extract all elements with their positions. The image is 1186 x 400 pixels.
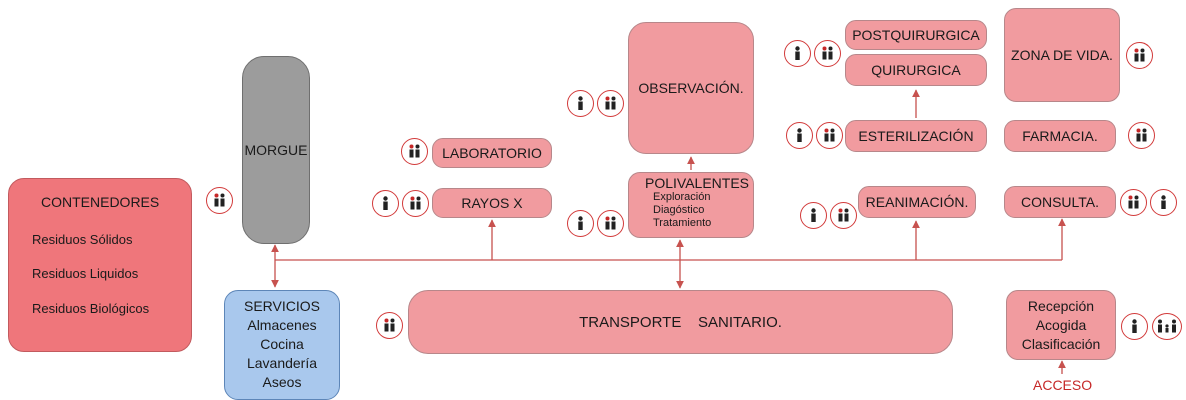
person-icon bbox=[567, 90, 594, 117]
transporte-sanitario-box: TRANSPORTE SANITARIO. bbox=[408, 290, 953, 354]
laboratorio-label: LABORATORIO bbox=[442, 145, 542, 161]
couple-icon bbox=[597, 210, 624, 237]
person-icon bbox=[786, 122, 813, 149]
person-icon bbox=[1150, 189, 1177, 216]
rayos-x-label: RAYOS X bbox=[461, 195, 523, 211]
rayos-x-box: RAYOS X bbox=[432, 188, 552, 218]
esterilizacion-label: ESTERILIZACIÓN bbox=[858, 128, 974, 144]
quirurgica-box: QUIRURGICA bbox=[845, 54, 987, 86]
servicios-title: SERVICIOS bbox=[244, 298, 320, 314]
reanimacion-box: REANIMACIÓN. bbox=[858, 186, 976, 218]
person-icon bbox=[800, 202, 827, 229]
polivalentes-item: Tratamiento bbox=[653, 217, 712, 229]
servicios-item: Aseos bbox=[262, 374, 302, 390]
contenedores-title: CONTENEDORES bbox=[41, 194, 160, 210]
couple-icon bbox=[376, 312, 403, 339]
observacion-label: OBSERVACIÓN. bbox=[638, 80, 744, 96]
laboratorio-box: LABORATORIO bbox=[432, 138, 552, 168]
servicios-item: Almacenes bbox=[247, 317, 317, 333]
person-icon bbox=[567, 210, 594, 237]
polivalentes-box: POLIVALENTES Exploración Diagóstico Trat… bbox=[628, 172, 754, 238]
zona-vida-label: ZONA DE VIDA. bbox=[1011, 47, 1113, 63]
couple-icon bbox=[1126, 42, 1153, 69]
couple-icon bbox=[830, 202, 857, 229]
recepcion-item: Recepción bbox=[1027, 297, 1095, 314]
consulta-label: CONSULTA. bbox=[1020, 194, 1100, 210]
observacion-box: OBSERVACIÓN. bbox=[628, 22, 754, 154]
farmacia-label: FARMACIA. bbox=[1022, 128, 1098, 144]
couple-icon bbox=[1128, 122, 1155, 149]
servicios-box: SERVICIOS Almacenes Cocina Lavandería As… bbox=[224, 290, 340, 400]
couple-icon bbox=[402, 190, 429, 217]
contenedores-box: CONTENEDORES Residuos Sólidos Residuos L… bbox=[8, 178, 192, 352]
couple-icon bbox=[206, 187, 233, 214]
contenedores-item: Residuos Biológicos bbox=[32, 301, 150, 316]
person-icon bbox=[1121, 313, 1148, 340]
transporte-sanitario-label: TRANSPORTE SANITARIO. bbox=[579, 313, 782, 331]
servicios-item: Lavandería bbox=[246, 355, 318, 371]
couple-icon bbox=[597, 90, 624, 117]
recepcion-item: Clasificación bbox=[1021, 335, 1101, 352]
couple-icon bbox=[814, 40, 841, 67]
morgue-box: MORGUE bbox=[242, 56, 310, 244]
farmacia-box: FARMACIA. bbox=[1004, 120, 1116, 152]
polivalentes-item: Exploración bbox=[653, 191, 711, 203]
recepcion-box: Recepción Acogida Clasificación bbox=[1006, 290, 1116, 360]
morgue-label: MORGUE bbox=[244, 142, 308, 158]
acceso-label: ACCESO bbox=[1033, 377, 1093, 393]
consulta-box: CONSULTA. bbox=[1004, 186, 1116, 218]
polivalentes-title: POLIVALENTES bbox=[645, 175, 750, 191]
person-icon bbox=[784, 40, 811, 67]
esterilizacion-box: ESTERILIZACIÓN bbox=[845, 120, 987, 152]
quirurgica-label: QUIRURGICA bbox=[871, 62, 961, 78]
couple-icon bbox=[1120, 189, 1147, 216]
postquirurgica-box: POSTQUIRURGICA bbox=[845, 20, 987, 50]
reanimacion-label: REANIMACIÓN. bbox=[865, 194, 969, 210]
person-icon bbox=[372, 190, 399, 217]
contenedores-item: Residuos Sólidos bbox=[32, 232, 133, 247]
zona-vida-box: ZONA DE VIDA. bbox=[1004, 8, 1120, 102]
recepcion-item: Acogida bbox=[1035, 316, 1087, 333]
couple-icon bbox=[401, 138, 428, 165]
postquirurgica-label: POSTQUIRURGICA bbox=[852, 27, 980, 43]
servicios-item: Cocina bbox=[260, 336, 304, 352]
polivalentes-item: Diagóstico bbox=[653, 204, 705, 216]
contenedores-item: Residuos Liquidos bbox=[32, 266, 139, 281]
family-icon bbox=[1152, 313, 1182, 340]
couple-icon bbox=[816, 122, 843, 149]
